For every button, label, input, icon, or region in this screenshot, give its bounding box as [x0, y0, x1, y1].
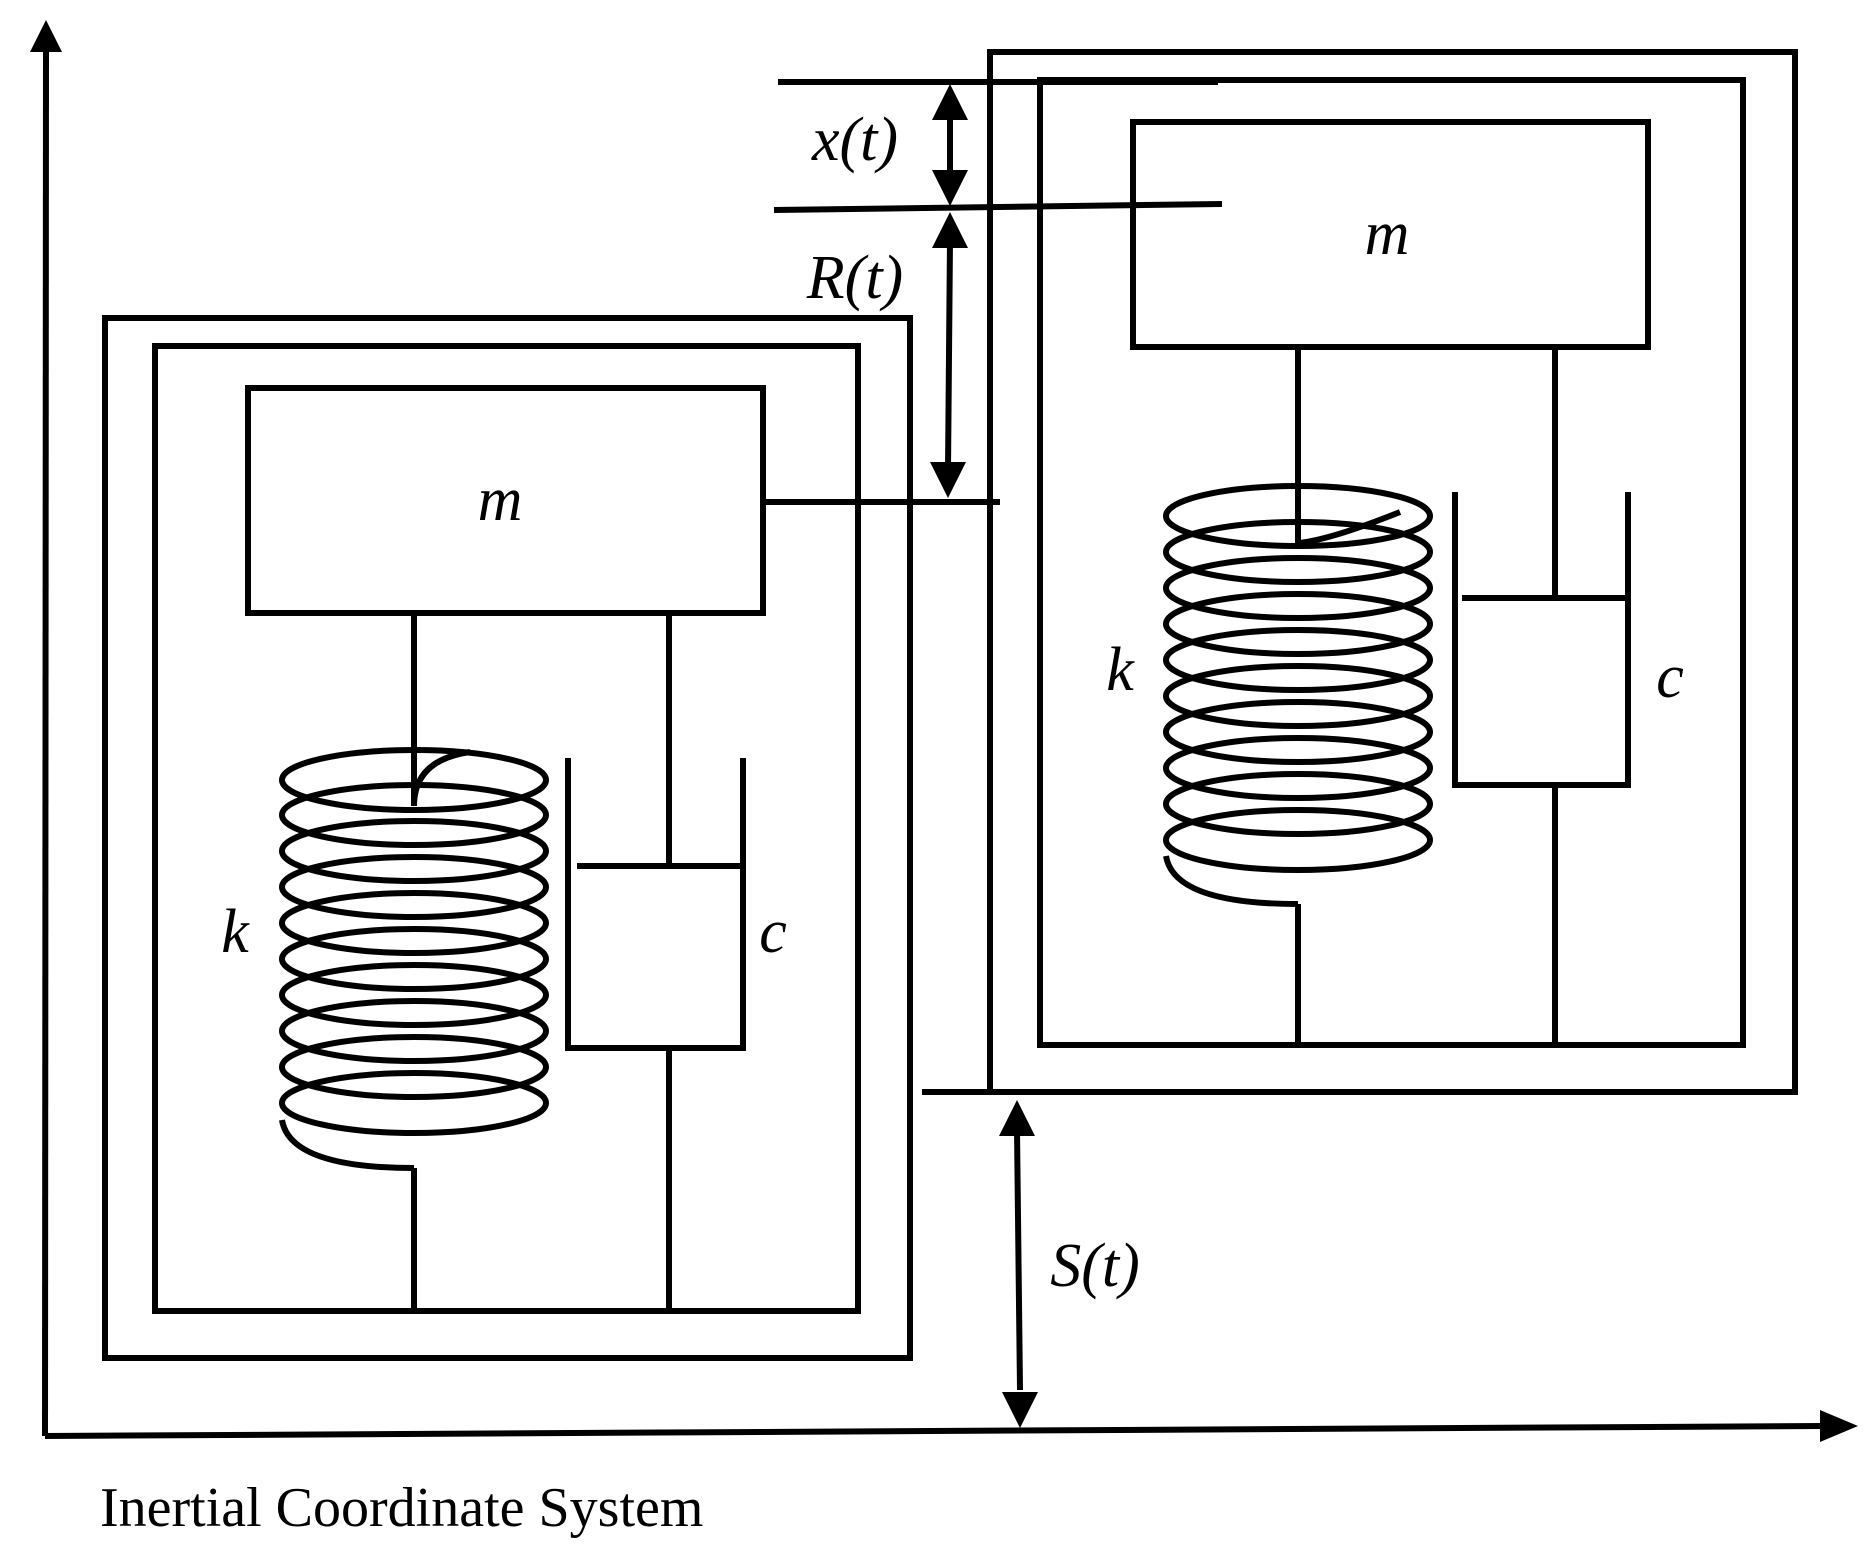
vertical-axis-arrowhead — [30, 20, 62, 52]
right-mass-block — [1130, 119, 1651, 350]
s-displacement-label: S(t) — [1050, 1232, 1140, 1300]
left-spring-label: k — [221, 898, 250, 966]
left-spring-coil — [279, 747, 549, 1171]
reference-lines — [763, 79, 1223, 1095]
x-displacement-label: x(t) — [811, 106, 898, 174]
right-mass-label: m — [1365, 200, 1410, 268]
left-damper — [565, 758, 746, 1051]
right-damper-label: c — [1656, 643, 1684, 711]
vertical-axis — [42, 47, 49, 1437]
left-mass-block — [245, 385, 766, 616]
left-damper-label: c — [759, 898, 787, 966]
x-bottom-reference-line — [773, 201, 1223, 213]
r-displacement-label: R(t) — [806, 244, 903, 312]
inertial-axes — [30, 20, 1858, 1442]
right-system: m k c — [987, 49, 1798, 1095]
s-displacement-arrow — [999, 1100, 1038, 1428]
inertial-coordinate-caption: Inertial Coordinate System — [100, 1477, 703, 1539]
left-mass-label: m — [478, 466, 523, 534]
r-displacement-arrow — [930, 212, 968, 498]
right-spring-label: k — [1106, 636, 1135, 704]
right-spring-coil — [1163, 483, 1433, 907]
x-displacement-arrow — [932, 84, 968, 206]
left-system: m k c — [102, 315, 913, 1361]
horizontal-axis — [44, 1423, 1825, 1439]
right-damper — [1452, 492, 1631, 788]
horizontal-axis-arrowhead — [1820, 1410, 1858, 1442]
